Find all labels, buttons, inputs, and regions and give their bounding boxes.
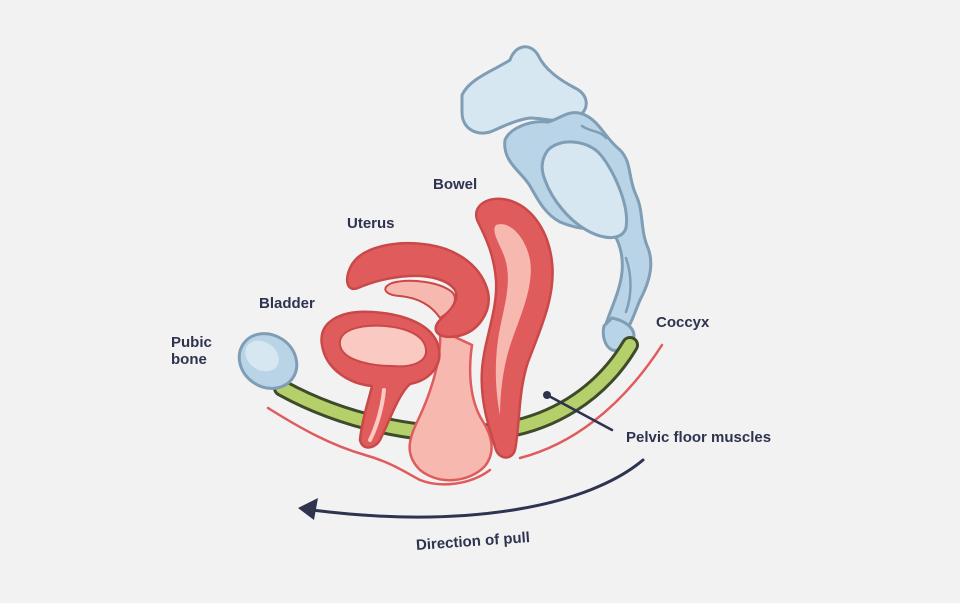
pubic-bone — [237, 332, 299, 390]
muscle-pointer — [543, 391, 614, 432]
bladder — [320, 310, 441, 449]
bladder-label: Bladder — [259, 295, 315, 312]
bowel — [475, 197, 554, 459]
sacrum — [460, 45, 653, 344]
bowel-label: Bowel — [433, 176, 478, 193]
coccyx-label: Coccyx — [656, 314, 710, 331]
pelvic-floor-muscles-label: Pelvic floor muscles — [626, 429, 772, 446]
uterus — [346, 242, 490, 339]
uterus-label: Uterus — [347, 215, 395, 232]
pubic-bone-label: Pubic bone — [171, 334, 212, 368]
vaginal-canal — [408, 327, 493, 482]
direction-of-pull-arrow — [298, 458, 645, 520]
